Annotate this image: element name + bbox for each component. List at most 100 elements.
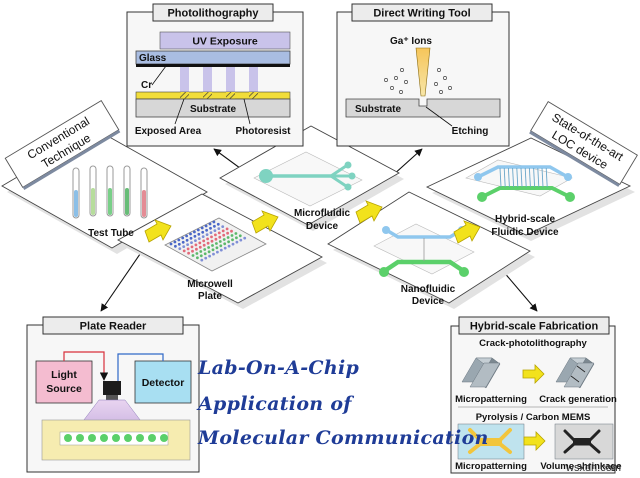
microwell-dot [219,244,223,248]
microwell-dot [187,251,191,255]
microwell-dot [209,231,213,235]
microwell-dot [226,236,230,239]
microwell-dot [235,236,238,240]
microwell-dot [207,246,211,249]
microwell-dot [199,250,203,253]
microwell-dot [211,244,214,247]
microwell-dot [177,238,181,242]
microwell-dot [194,243,198,247]
microwell-dot [211,248,215,252]
microwell-dot [195,247,198,251]
nano-channel [503,167,506,188]
microwell-dot [217,231,221,235]
svg-text:Cr: Cr [141,80,152,91]
microwell-dot [208,222,212,226]
microwell-dot [202,239,206,243]
svg-text:Volume shrinkage: Volume shrinkage [540,461,621,472]
plate-reader-well [64,434,72,442]
svg-text:Plate: Plate [198,291,222,302]
microwell-plate-illustration [164,217,267,272]
microwell-dot [202,243,206,247]
plate-reader-well [136,434,144,442]
microwell-dot [196,228,200,232]
microwell-dot [210,235,213,239]
svg-text:Etching: Etching [452,126,489,137]
nano-channel [545,167,548,188]
svg-text:Detector: Detector [142,377,185,389]
svg-text:Device: Device [412,296,445,307]
microwell-dot [201,235,205,239]
svg-text:Exposed Area: Exposed Area [135,126,202,137]
microwell-dot [227,244,231,248]
microwell-dot [217,227,221,231]
svg-text:Substrate: Substrate [355,104,402,115]
progression-arrows [144,200,481,244]
microwell-dot [222,233,226,237]
microwell-dot [208,254,212,258]
microwell-dot [213,224,216,228]
microwell-dot [201,230,205,234]
microwell-dot [206,237,210,241]
nano-channel [507,167,510,188]
nano-channel [499,167,502,188]
microwell-dot [231,242,235,246]
plate-reader-well [112,434,120,442]
svg-text:Nanofluidic: Nanofluidic [401,284,456,295]
microwell-dot [193,230,196,234]
svg-text:Glass: Glass [139,53,167,64]
svg-text:Plate Reader: Plate Reader [80,321,147,333]
svg-text:Crack-photolithography: Crack-photolithography [479,338,587,349]
microwell-dot [191,254,195,257]
microwell-dot [226,231,230,235]
microwell-dot [189,236,193,240]
plate-reader-well [148,434,156,442]
microwell-dot [178,247,182,251]
svg-text:Hybrid-scale: Hybrid-scale [495,214,555,225]
svg-text:UV Exposure: UV Exposure [192,36,258,48]
microwell-dot [182,245,186,249]
microwell-dot [177,242,181,246]
svg-text:Photoresist: Photoresist [235,126,291,137]
microwell-dot [186,247,190,251]
microwell-dot [193,234,197,238]
hybrid-chip-illustration [465,159,575,202]
microwell-dot [204,256,208,260]
svg-text:Test Tube: Test Tube [88,228,134,239]
microwell-dot [243,236,247,240]
svg-text:Device: Device [306,221,339,232]
direct-writing-panel: Direct Writing Tool Ga⁺ Ions Substrate E… [336,3,510,147]
microwell-dot [210,239,214,243]
plate-reader-well [76,434,84,442]
svg-text:Microwell: Microwell [187,279,233,290]
svg-text:Direct Writing Tool: Direct Writing Tool [373,8,470,20]
nano-channel [533,167,536,188]
microwell-dot [230,229,233,233]
microwell-dot [214,237,218,241]
svg-text:Micropatterning: Micropatterning [455,394,527,405]
microwell-dot [219,248,223,252]
microwell-dot [197,237,201,241]
svg-text:Ga⁺ Ions: Ga⁺ Ions [390,36,432,47]
microwell-dot [227,240,231,244]
nano-channel [541,167,544,188]
microwell-dot [174,244,177,248]
svg-text:Light: Light [51,369,77,381]
microwell-dot [191,249,194,253]
test-tubes-illustration [72,165,148,219]
microwell-dot [189,232,192,236]
microwell-dot [234,232,238,235]
microwell-dot [205,228,209,232]
microfluidic-chip-illustration [253,151,363,207]
microwell-dot [235,240,239,244]
stage-labels: Test Tube Microwell Plate Microfluidic D… [88,208,559,307]
hybrid-fabrication-panel: Hybrid-scale Fabrication Crack-photolith… [450,316,622,474]
microwell-dot [218,240,222,243]
microwell-dot [209,226,212,230]
microwell-dot [200,258,204,262]
microwell-dot [204,224,208,228]
svg-text:Fluidic Device: Fluidic Device [491,227,559,238]
microwell-dot [218,235,222,239]
microwell-dot [222,238,226,241]
microwell-dot [200,226,204,230]
microwell-dot [198,245,202,249]
